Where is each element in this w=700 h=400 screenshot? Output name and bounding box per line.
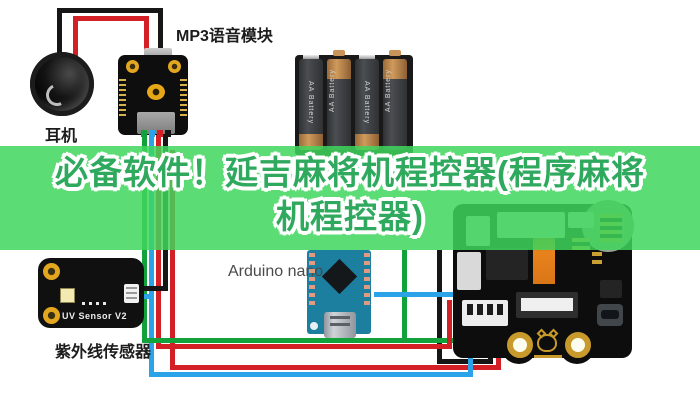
title-banner: [0, 146, 700, 250]
board-brand-text: [534, 355, 562, 358]
battery-label: AA Battery: [363, 81, 370, 125]
mp3-pin-labels: [119, 76, 126, 118]
wire-stub-red: [157, 130, 163, 137]
battery-label: AA Battery: [329, 69, 336, 113]
mounting-hole: [507, 332, 533, 358]
banner-title: 必备软件！延吉麻将机程控器(程序麻将 机程控器): [0, 151, 700, 239]
battery-terminal: [303, 55, 319, 59]
wire-red2: [170, 150, 175, 369]
earphone-image: [30, 52, 94, 116]
mounting-hole: [43, 307, 60, 324]
battery-label: AA Battery: [307, 81, 314, 125]
uv-sensor-element: [60, 288, 75, 303]
silver-component: [457, 252, 481, 290]
wire-black-uv-link: [142, 286, 168, 291]
arduino-usb-connector: [324, 312, 356, 338]
banner-title-line1: 必备软件！延吉麻将机程控器(程序麻将: [55, 154, 645, 191]
battery-label: AA Battery: [385, 69, 392, 113]
battery: AA Battery: [355, 59, 379, 150]
uv-sensor-label: 紫外线传感器: [55, 344, 152, 361]
mounting-hole: [126, 60, 139, 73]
battery: AA Battery: [327, 59, 351, 150]
wire-blue-uv-link: [142, 294, 154, 299]
mp3-bottom-connector: [137, 112, 175, 134]
wire-speaker-black: [158, 8, 163, 56]
battery: AA Battery: [383, 59, 407, 150]
wire-red-run: [447, 300, 452, 349]
uv-pad: [96, 302, 99, 305]
battery-copper-end: [327, 59, 351, 79]
arduino-label: Arduino nano: [228, 263, 324, 280]
banner-title-line2: 机程控器): [276, 198, 424, 235]
mounting-hole: [565, 332, 591, 358]
battery-terminal: [333, 50, 345, 56]
arduino-hole: [310, 322, 318, 330]
earphone-label: 耳机: [45, 128, 78, 145]
wire-blue3: [374, 292, 460, 297]
wire-blue-run: [149, 372, 473, 377]
mp3-module-label: MP3语音模块: [176, 28, 273, 45]
wire-red2-run: [170, 365, 501, 370]
arduino-pads-right: [364, 253, 370, 309]
cat-logo-icon: [537, 334, 557, 352]
wire-black-run: [437, 359, 493, 364]
wire-stub-green: [141, 130, 147, 137]
wire-speaker-red: [73, 16, 78, 66]
wire-speaker-red: [144, 16, 149, 56]
wire-stub-blue: [149, 130, 155, 137]
wire-green-run: [142, 338, 482, 343]
battery-terminal: [359, 55, 375, 59]
wire-speaker-black: [57, 8, 163, 13]
gold-pads: [592, 252, 602, 264]
mp3-chip: [147, 84, 165, 100]
uv-pad: [89, 302, 92, 305]
uv-board-text: UV Sensor V2: [62, 311, 128, 321]
mounting-hole: [168, 60, 181, 73]
wire-blue: [149, 132, 154, 376]
battery-terminal: [389, 50, 401, 56]
board-wire-connector: [462, 300, 508, 326]
battery: AA Battery: [299, 59, 323, 150]
chip: [600, 280, 622, 298]
chip: [486, 248, 528, 280]
uv-pad: [103, 302, 106, 305]
wire-speaker-black: [57, 8, 62, 62]
wire-speaker-red: [73, 16, 149, 21]
fpc-connector: [516, 292, 578, 318]
arduino-pads-left: [309, 253, 315, 309]
wire-black2: [437, 250, 442, 363]
mounting-hole: [43, 263, 60, 280]
mp3-pin-labels: [180, 76, 187, 118]
uv-connector: [124, 284, 139, 303]
uv-pad: [82, 302, 85, 305]
battery-copper-end: [383, 59, 407, 79]
wire-stub-black: [165, 130, 171, 137]
wire-red-run: [156, 344, 452, 349]
usb-port: [597, 304, 623, 326]
